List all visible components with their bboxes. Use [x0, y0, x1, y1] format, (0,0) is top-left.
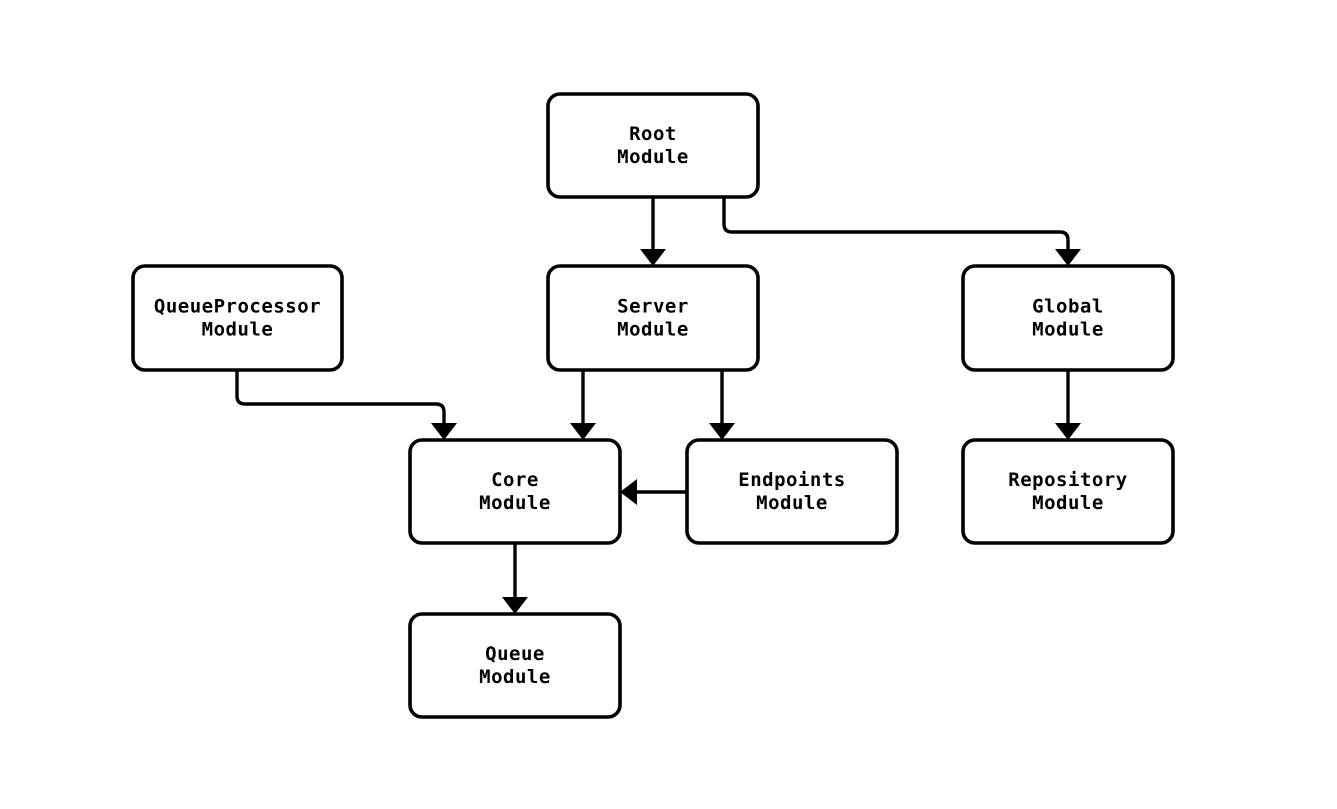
node-label-line1: Root — [629, 123, 677, 145]
node-box[interactable] — [546, 92, 760, 199]
node-box[interactable] — [131, 264, 344, 372]
arrowhead-icon — [1055, 249, 1081, 266]
edge-global-to-repository — [1055, 370, 1081, 440]
edge-line — [235, 370, 446, 426]
edge-root-to-global — [722, 197, 1081, 266]
arrowhead-icon — [431, 423, 457, 440]
node-label-line2: Module — [479, 492, 551, 514]
node-box[interactable] — [408, 612, 622, 719]
nodes-layer: RootModuleQueueProcessorModuleServerModu… — [131, 92, 1175, 719]
edge-server-to-core — [570, 370, 596, 440]
node-label-line1: Server — [617, 296, 689, 318]
edge-endpoints-to-core — [620, 479, 687, 505]
node-box[interactable] — [961, 264, 1175, 372]
node-label-line2: Module — [1032, 319, 1104, 341]
arrowhead-icon — [709, 423, 735, 440]
node-box[interactable] — [408, 438, 622, 545]
arrowhead-icon — [570, 423, 596, 440]
edge-queueprocessor-to-core — [235, 370, 457, 440]
edge-server-to-endpoints — [709, 370, 735, 440]
arrowhead-icon — [640, 249, 666, 266]
node-box[interactable] — [685, 438, 899, 545]
node-label-line1: Repository — [1008, 469, 1127, 491]
arrowhead-icon — [620, 479, 637, 505]
arrowhead-icon — [1055, 423, 1081, 440]
node-label-line1: Core — [491, 469, 539, 491]
node-box[interactable] — [961, 438, 1175, 545]
arrowhead-icon — [502, 597, 528, 614]
edge-root-to-server — [640, 197, 666, 266]
node-label-line1: Global — [1032, 296, 1104, 318]
node-label-line2: Module — [617, 319, 689, 341]
node-label-line2: Module — [1032, 492, 1104, 514]
edge-core-to-queue — [502, 543, 528, 614]
node-label-line2: Module — [479, 666, 551, 688]
node-box[interactable] — [546, 264, 760, 372]
edges-layer — [235, 197, 1081, 614]
node-label-line2: Module — [202, 319, 274, 341]
node-label-line1: QueueProcessor — [154, 296, 321, 318]
node-label-line1: Endpoints — [738, 469, 845, 491]
node-label-line1: Queue — [485, 643, 545, 665]
node-label-line2: Module — [756, 492, 828, 514]
node-label-line2: Module — [617, 146, 689, 168]
edge-line — [722, 197, 1070, 252]
